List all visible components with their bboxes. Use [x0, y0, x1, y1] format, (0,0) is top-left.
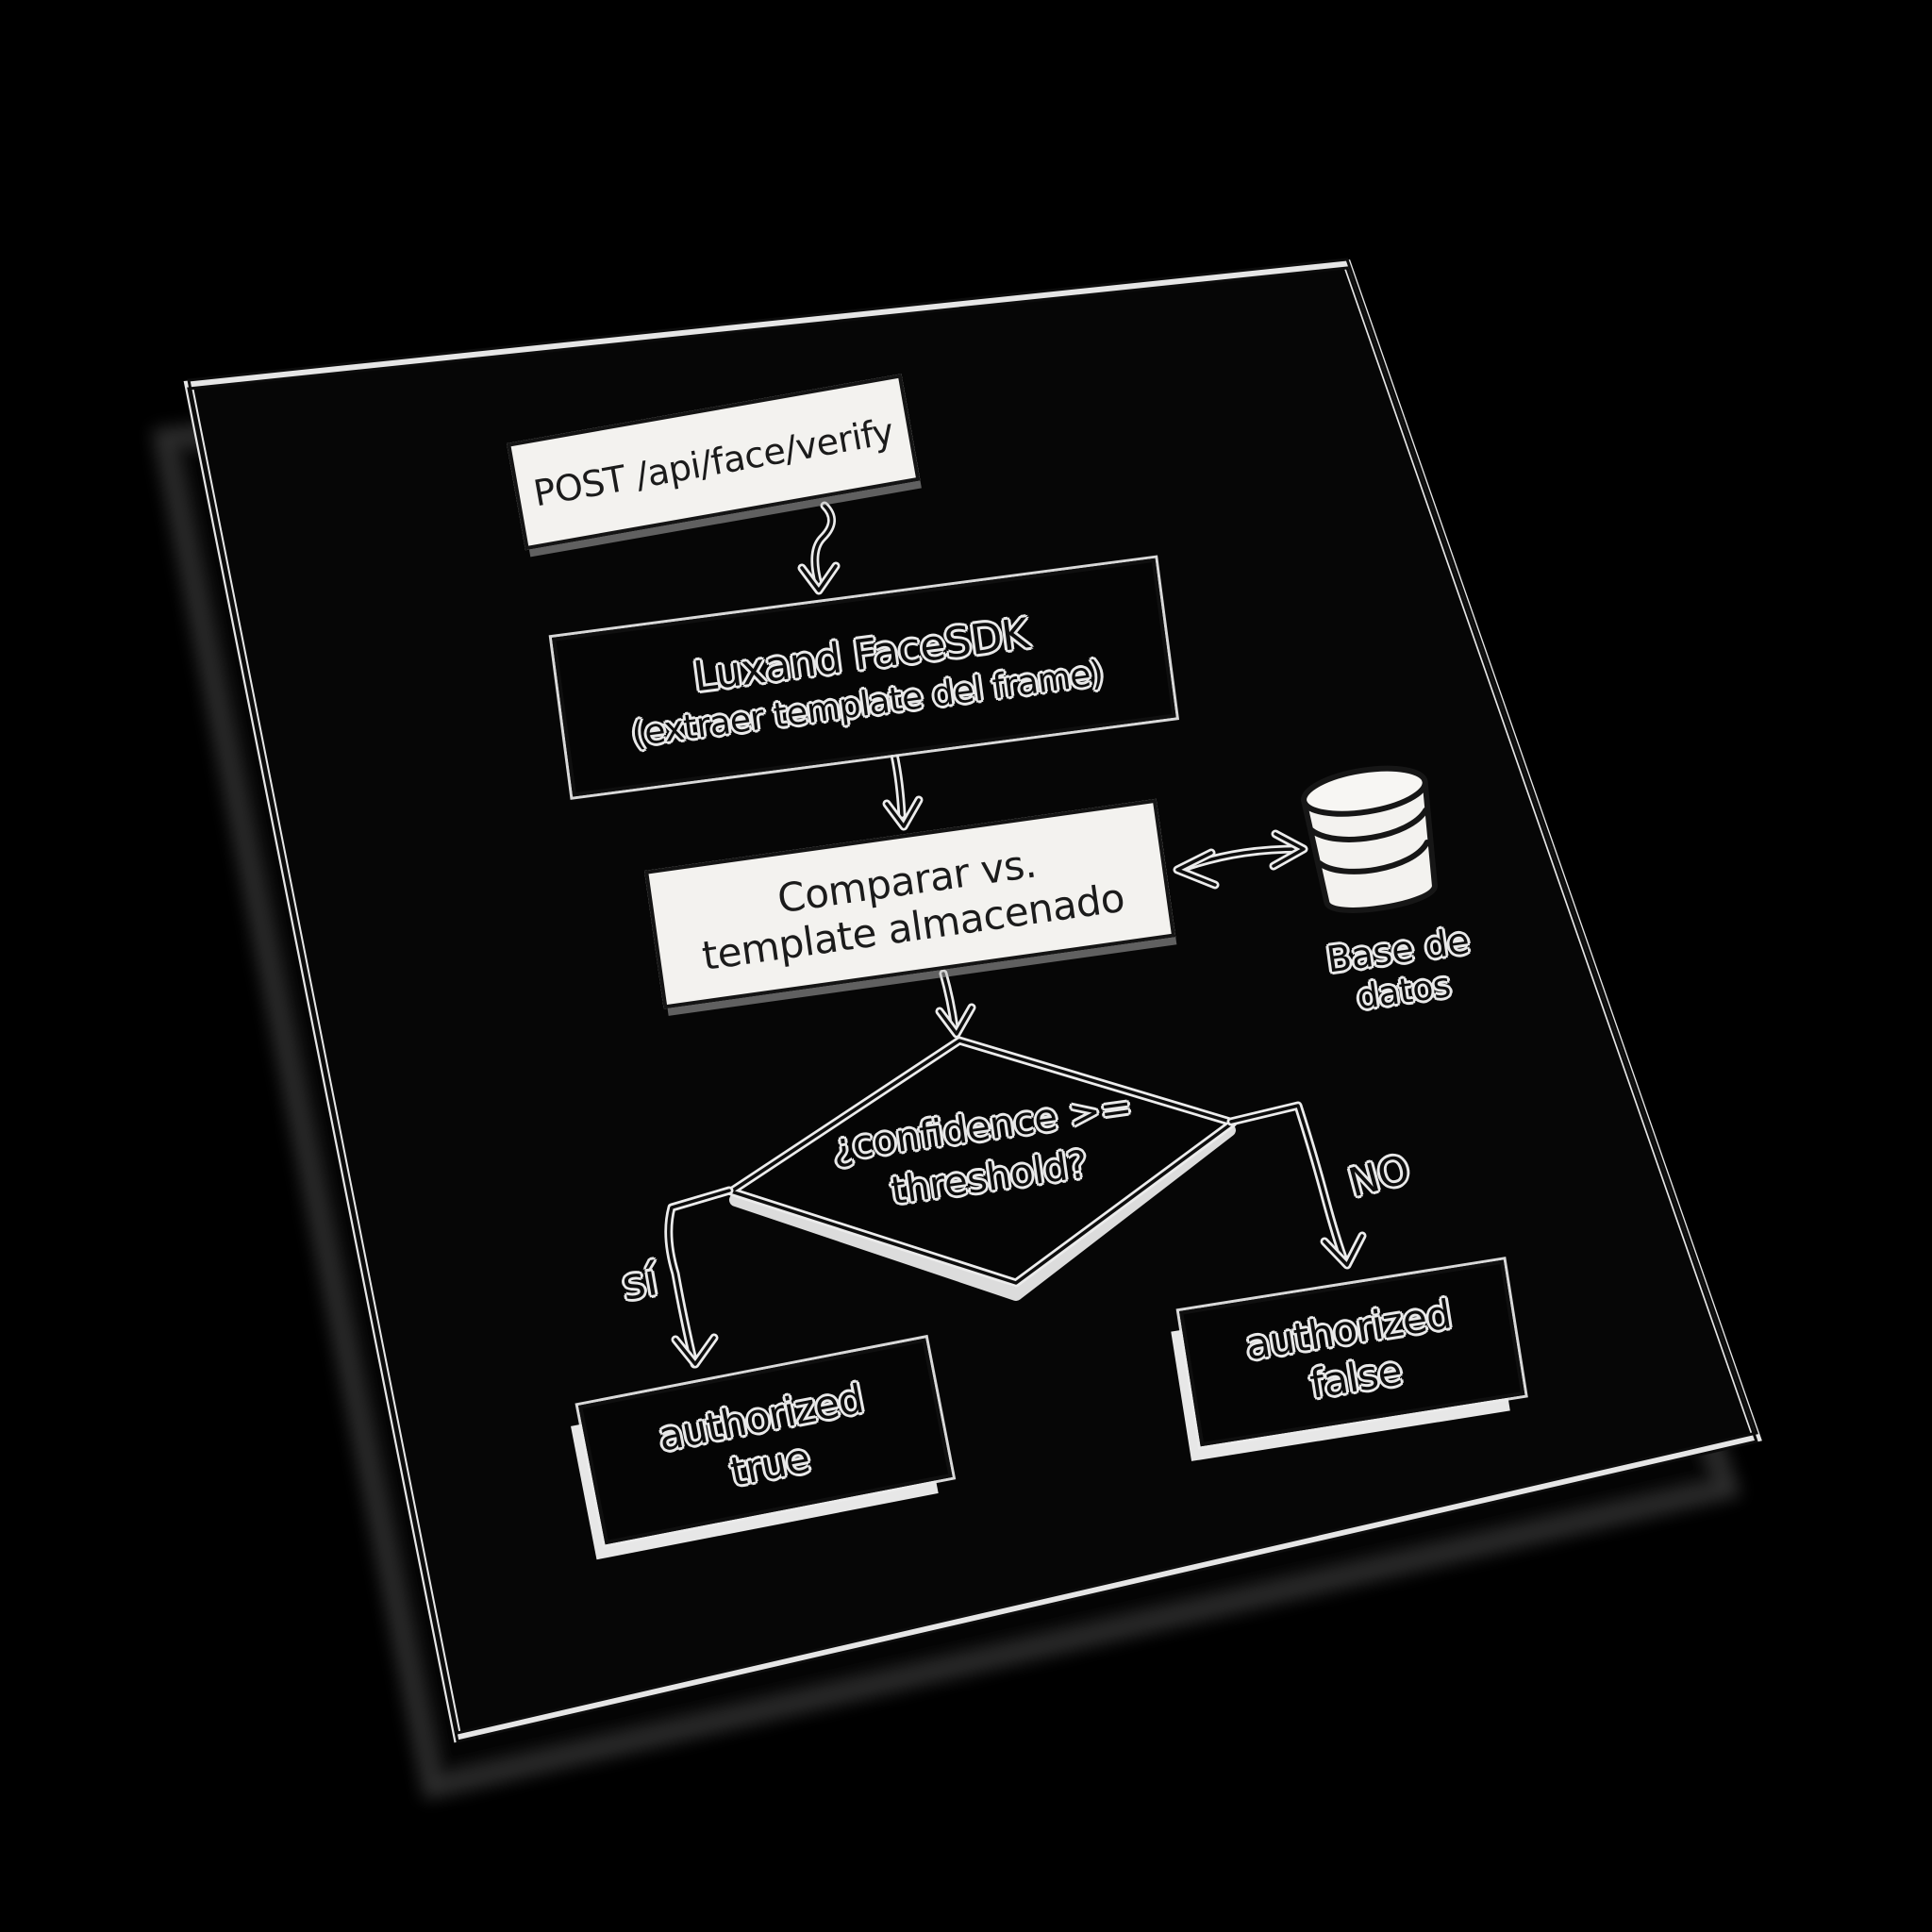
arrow-start-to-sdk — [797, 501, 841, 595]
arrow-sdk-to-compare — [882, 750, 924, 831]
arrow-compare-to-decision — [935, 969, 976, 1039]
arrow-compare-database — [1173, 829, 1308, 890]
paper-edge-ink-inner — [187, 266, 1758, 1743]
decision-diamond — [726, 1036, 1238, 1301]
database-cylinder-icon — [1301, 765, 1438, 913]
arrow-decision-no — [1226, 1101, 1367, 1270]
paper-edge-ink-outer — [187, 258, 1758, 1735]
arrow-decision-yes — [664, 1186, 734, 1369]
